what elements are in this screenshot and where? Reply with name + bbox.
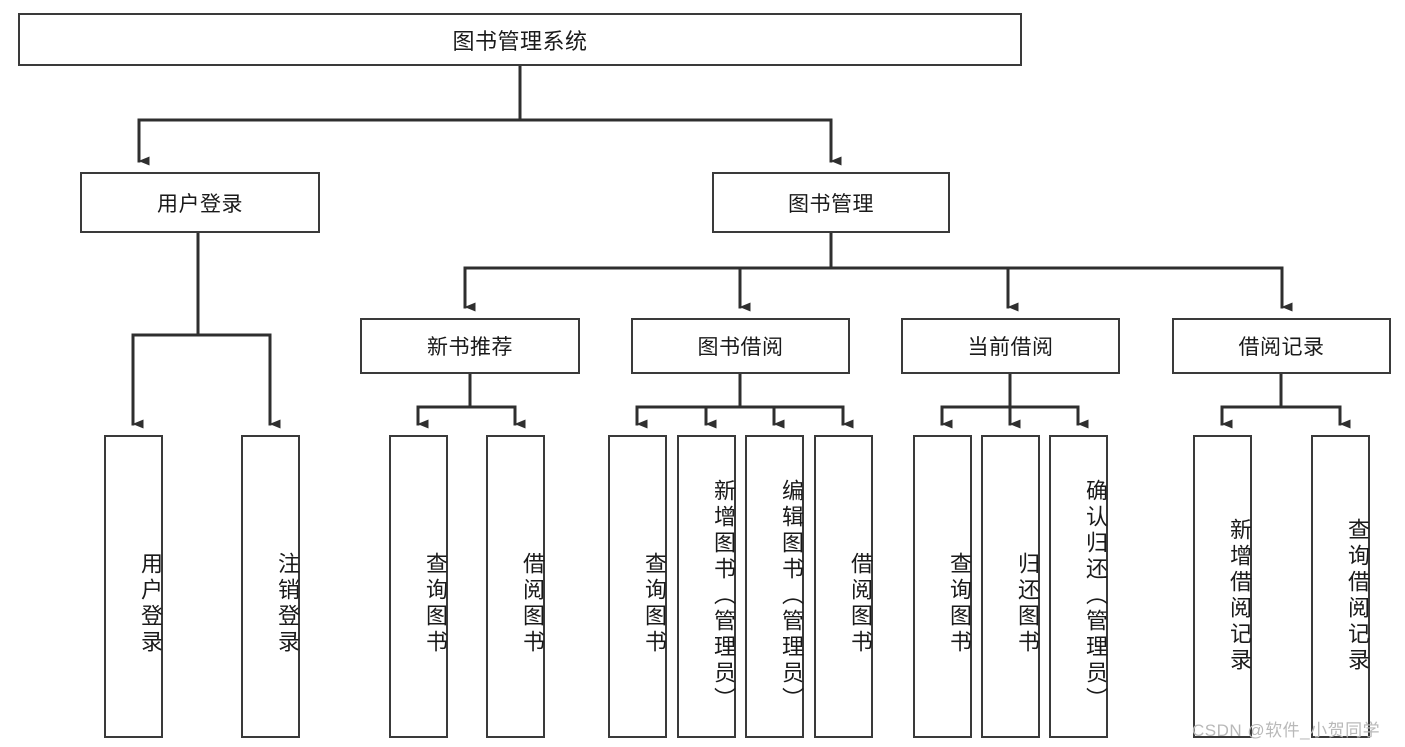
- node-user-login[interactable]: 用户登录: [80, 172, 320, 233]
- leaf-borrow-record-query-record[interactable]: 查询借阅记录: [1311, 435, 1370, 738]
- node-label: 查询图书: [642, 551, 667, 656]
- leaf-new-book-query-book[interactable]: 查询图书: [389, 435, 448, 738]
- leaf-user-login-logout[interactable]: 注销登录: [241, 435, 300, 738]
- node-borrow-record[interactable]: 借阅记录: [1172, 318, 1391, 374]
- node-label: 新书推荐: [427, 336, 513, 359]
- node-label: 查询图书: [423, 551, 448, 656]
- node-new-book-recommend[interactable]: 新书推荐: [360, 318, 580, 374]
- node-label: 查询借阅记录: [1345, 517, 1370, 674]
- node-label: 注销登录: [275, 551, 300, 656]
- node-label: 借阅图书: [848, 551, 873, 656]
- leaf-borrow-record-add-record[interactable]: 新增借阅记录: [1193, 435, 1252, 738]
- node-book-borrow[interactable]: 图书借阅: [631, 318, 850, 374]
- leaf-current-borrow-query-book[interactable]: 查询图书: [913, 435, 972, 738]
- node-label: 新增借阅记录: [1227, 517, 1252, 674]
- leaf-book-borrow-borrow-book[interactable]: 借阅图书: [814, 435, 873, 738]
- node-current-borrow[interactable]: 当前借阅: [901, 318, 1120, 374]
- node-label: 归还图书: [1015, 551, 1040, 656]
- node-label: 图书管理系统: [452, 28, 588, 54]
- leaf-user-login-login[interactable]: 用户登录: [104, 435, 163, 738]
- leaf-current-borrow-return-book[interactable]: 归还图书: [981, 435, 1040, 738]
- node-label: 借阅记录: [1238, 336, 1325, 359]
- node-label: 用户登录: [157, 192, 243, 216]
- leaf-new-book-borrow-book[interactable]: 借阅图书: [486, 435, 545, 738]
- node-label: 图书管理: [788, 192, 874, 216]
- node-label: 借阅图书: [520, 551, 545, 656]
- node-label: 查询图书: [947, 551, 972, 656]
- node-label: 新增图书（管理员）: [711, 478, 736, 713]
- leaf-book-borrow-add-book-admin[interactable]: 新增图书（管理员）: [677, 435, 736, 738]
- node-label: 编辑图书（管理员）: [779, 478, 804, 713]
- watermark: CSDN @软件_小贺同学: [1192, 721, 1381, 740]
- node-label: 当前借阅: [967, 336, 1054, 359]
- node-book-management[interactable]: 图书管理: [712, 172, 950, 233]
- node-label: 用户登录: [138, 551, 163, 656]
- leaf-current-borrow-confirm-return-admin[interactable]: 确认归还（管理员）: [1049, 435, 1108, 738]
- node-label: 确认归还（管理员）: [1083, 478, 1108, 713]
- leaf-book-borrow-query-book[interactable]: 查询图书: [608, 435, 667, 738]
- node-book-management-system[interactable]: 图书管理系统: [18, 13, 1022, 66]
- node-label: 图书借阅: [697, 336, 784, 359]
- leaf-book-borrow-edit-book-admin[interactable]: 编辑图书（管理员）: [745, 435, 804, 738]
